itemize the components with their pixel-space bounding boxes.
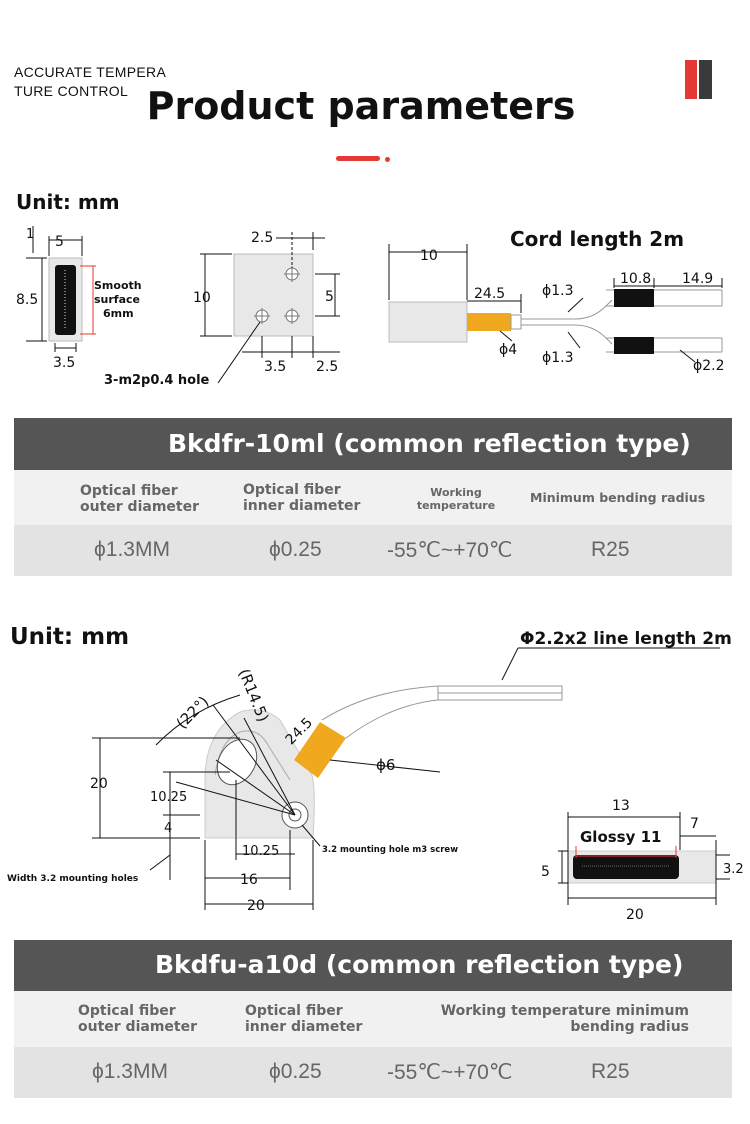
- th-temp-1-line1: Working: [430, 486, 482, 499]
- title-underline-dot: [385, 157, 390, 162]
- d3-phi4-label: ϕ4: [499, 342, 517, 358]
- value-outer-diameter-1: ϕ1.3MM: [94, 538, 170, 561]
- d1-note-1: Smooth: [94, 279, 142, 292]
- th-temp-radius-2-line1: Working temperature minimum: [440, 1003, 689, 1019]
- th-outer-2-line2: outer diameter: [78, 1019, 197, 1035]
- th-temp-radius-2: Working temperature minimum bending radi…: [414, 1003, 689, 1035]
- front-7-label: 7: [690, 816, 699, 832]
- d1-note-2: surface: [94, 293, 140, 306]
- th-inner-1-line1: Optical fiber: [243, 482, 341, 498]
- page-title: Product parameters: [146, 84, 576, 128]
- d2-hole-label: 3-m2p0.4 hole: [104, 373, 210, 388]
- th-outer-1-line2: outer diameter: [80, 499, 199, 515]
- model-title-1: Bkdfr-10ml (common reflection type): [168, 429, 691, 458]
- table-header-row-1: Optical fiber outer diameter Optical fib…: [14, 470, 732, 525]
- w16-label: 16: [240, 872, 258, 888]
- angle-label: (22°): [173, 693, 213, 733]
- phi6-label: ϕ6: [376, 756, 395, 774]
- h4-label: 4: [164, 821, 172, 836]
- brand-tagline: ACCURATE TEMPERA TURE CONTROL: [14, 63, 194, 101]
- th-temp-radius-2-line2: bending radius: [570, 1019, 689, 1035]
- table-value-row-2: ϕ1.3MM ϕ0.25 -55℃~+70℃ R25: [14, 1047, 732, 1098]
- d1-height-label: 8.5: [16, 292, 38, 308]
- d2-right-label: 5: [325, 289, 334, 305]
- unit-label-1: Unit: mm: [16, 190, 120, 214]
- value-working-temperature-1: -55℃~+70℃: [387, 539, 513, 562]
- brand-line-2: TURE CONTROL: [14, 83, 129, 99]
- th-inner-diameter-1: Optical fiber inner diameter: [243, 482, 360, 514]
- th-outer-diameter-1: Optical fiber outer diameter: [80, 483, 199, 515]
- logo-mark-red: [685, 60, 697, 99]
- dimension-diagram-1: 5 1 8.5 3.5 Smooth surface 6mm 2.5 10 5 …: [16, 226, 725, 388]
- th-outer-diameter-2: Optical fiber outer diameter: [78, 1003, 197, 1035]
- d1-width-label: 5: [55, 234, 64, 250]
- th-inner-1-line2: inner diameter: [243, 498, 361, 514]
- w1025-label: 10.25: [242, 844, 279, 859]
- value-inner-diameter-1: ϕ0.25: [269, 538, 322, 561]
- d3-108-label: 10.8: [620, 271, 651, 287]
- logo-mark-dark: [699, 60, 712, 99]
- unit-label-2: Unit: mm: [10, 624, 130, 650]
- w20-label: 20: [247, 898, 265, 914]
- d2-top-label: 2.5: [251, 230, 273, 246]
- h1025-label: 10.25: [150, 790, 187, 805]
- table-value-row-1: ϕ1.3MM ϕ0.25 -55℃~+70℃ R25: [14, 525, 732, 576]
- d3-sleeve-label: 24.5: [474, 286, 505, 302]
- front-32-label: 3.2: [723, 862, 744, 877]
- d2-bottom-label-1: 3.5: [264, 359, 286, 375]
- front-glossy-label: Glossy 11: [580, 828, 662, 846]
- dimension-diagram-2: Φ2.2x2 line length 2m (22°) (R14.5) 24.5…: [7, 629, 744, 920]
- th-inner-2-line2: inner diameter: [245, 1019, 363, 1035]
- d3-phi13b-label: ϕ1.3: [542, 350, 574, 366]
- value-bending-radius-2: R25: [591, 1060, 630, 1083]
- model-title-bar-2: Bkdfu-a10d (common reflection type): [14, 940, 732, 991]
- value-working-temperature-2: -55℃~+70℃: [387, 1061, 513, 1084]
- d1-top-label: 1: [26, 227, 34, 242]
- line-length-label: Φ2.2x2 line length 2m: [520, 629, 732, 649]
- table-header-row-2: Optical fiber outer diameter Optical fib…: [14, 991, 732, 1047]
- title-underline: [336, 156, 380, 161]
- mount-hole-label: 3.2 mounting hole m3 screw: [322, 845, 458, 855]
- d3-phi13a-label: ϕ1.3: [542, 283, 574, 299]
- th-outer-2-line1: Optical fiber: [78, 1003, 176, 1019]
- h20-label: 20: [90, 776, 108, 792]
- th-working-temperature-1: Working temperature: [414, 486, 498, 512]
- d3-149-label: 14.9: [682, 271, 713, 287]
- d2-bottom-label-2: 2.5: [316, 359, 338, 375]
- d1-bottom-label: 3.5: [53, 355, 75, 371]
- cord-length-label: Cord length 2m: [510, 227, 684, 251]
- th-min-bending-radius-1: Minimum bending radius: [530, 490, 706, 505]
- value-bending-radius-1: R25: [591, 538, 630, 561]
- front-5-label: 5: [541, 864, 550, 880]
- model-title-2: Bkdfu-a10d (common reflection type): [155, 950, 684, 979]
- value-inner-diameter-2: ϕ0.25: [269, 1060, 322, 1083]
- th-temp-1-line2: temperature: [416, 499, 496, 512]
- front-20-label: 20: [626, 907, 644, 920]
- front-13-label: 13: [612, 798, 630, 814]
- width-holes-label: Width 3.2 mounting holes: [7, 874, 138, 884]
- d2-height-label: 10: [193, 290, 211, 306]
- th-inner-2-line1: Optical fiber: [245, 1003, 343, 1019]
- model-title-bar-1: Bkdfr-10ml (common reflection type): [14, 418, 732, 470]
- th-inner-diameter-2: Optical fiber inner diameter: [245, 1003, 362, 1035]
- d3-body-label: 10: [420, 248, 438, 264]
- brand-line-1: ACCURATE TEMPERA: [14, 64, 167, 80]
- d3-phi22-label: ϕ2.2: [693, 358, 725, 374]
- d1-note-3: 6mm: [103, 307, 134, 320]
- value-outer-diameter-2: ϕ1.3MM: [92, 1060, 168, 1083]
- th-outer-1-line1: Optical fiber: [80, 483, 178, 499]
